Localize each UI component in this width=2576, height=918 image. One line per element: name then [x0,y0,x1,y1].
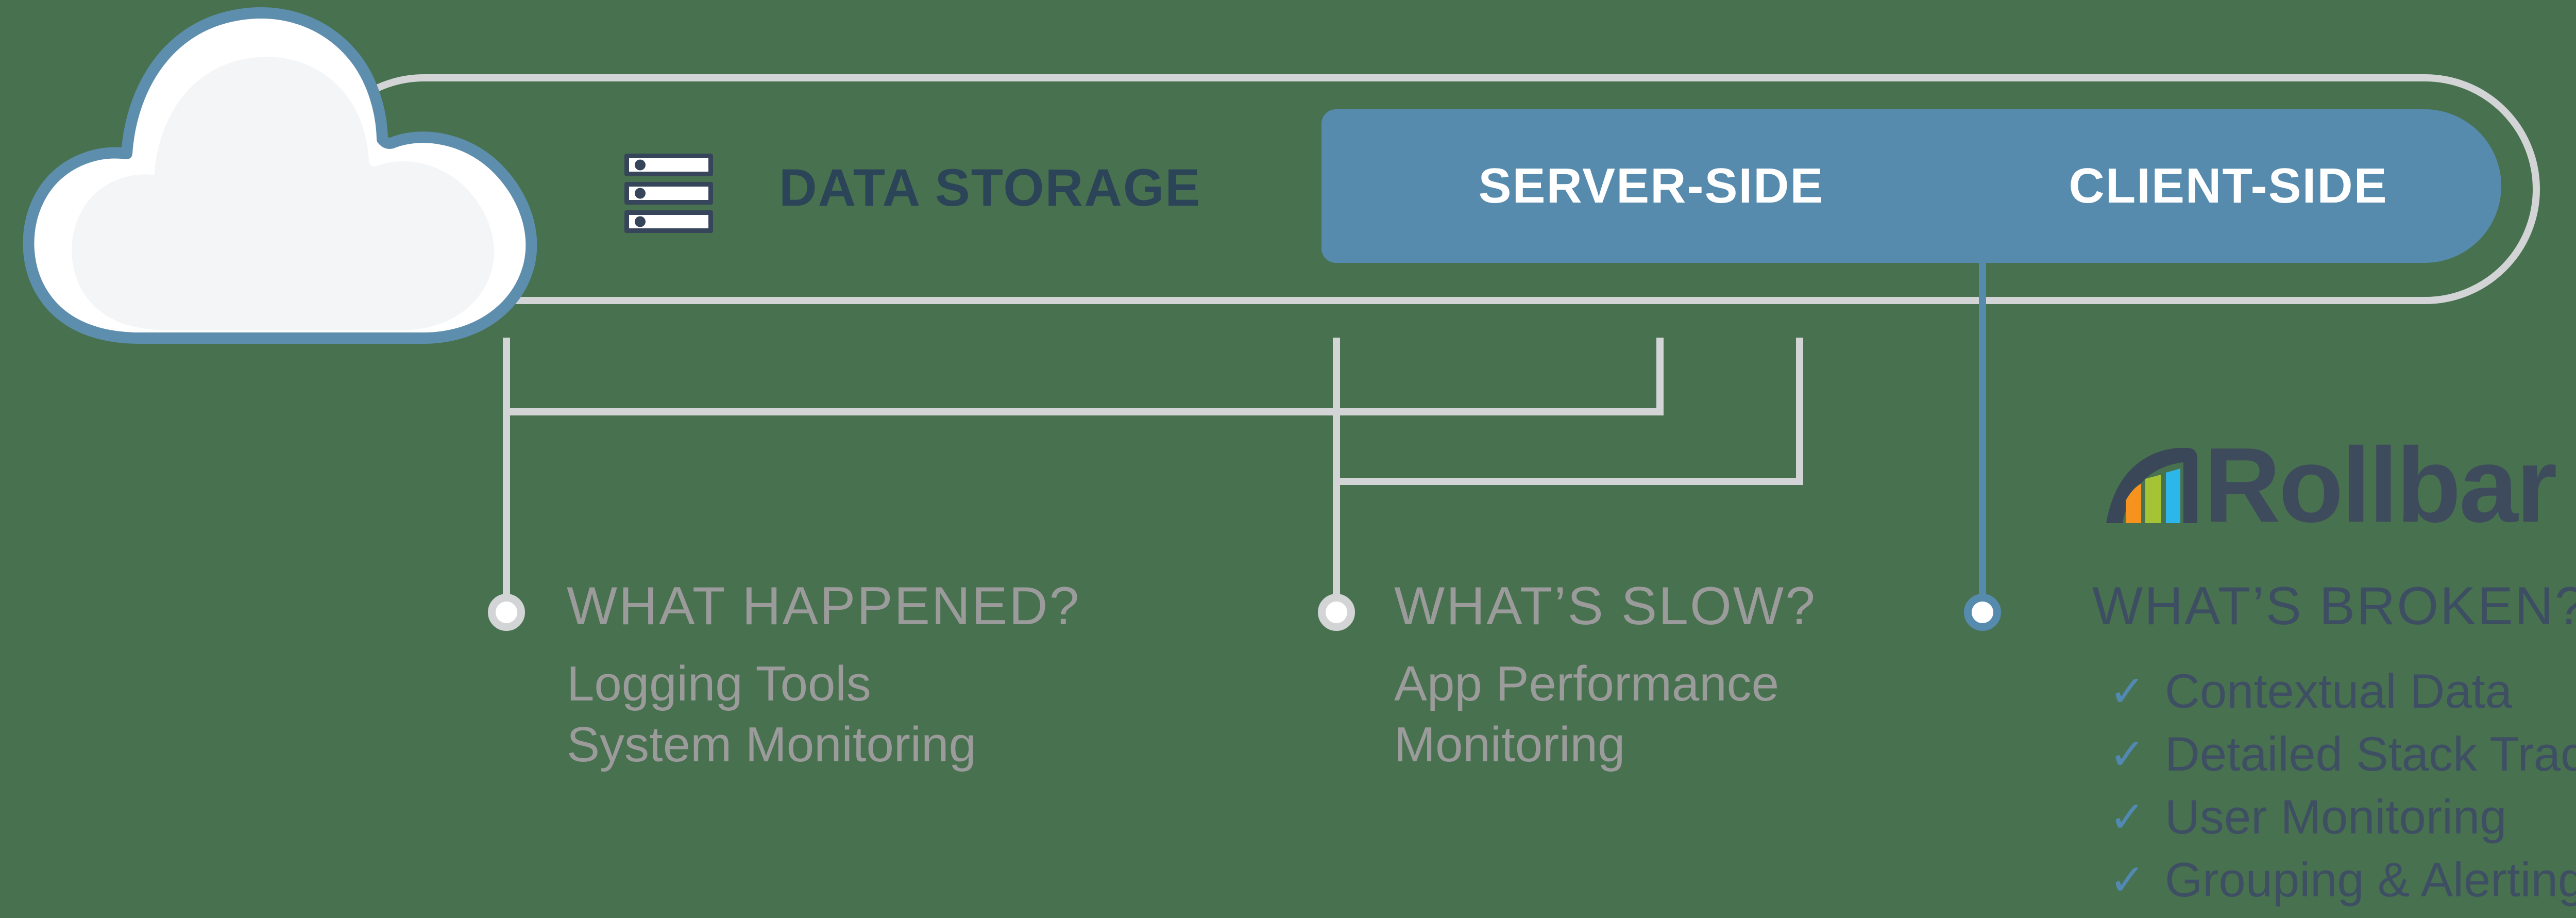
body-what-happened: Logging Tools System Monitoring [567,654,976,775]
list-item-label: User Monitoring [2165,790,2507,844]
check-icon: ✓ [2109,793,2146,841]
cloud-icon [23,7,537,344]
node-marker-whats-broken [1964,594,2001,631]
connector-vertical-whats-broken [1979,260,1986,595]
data-storage-label: DATA STORAGE [779,158,1201,217]
list-item-label: Contextual Data [2165,664,2513,718]
client-side-label: CLIENT-SIDE [2069,158,2388,213]
connector-horizontal-b [1333,478,1803,485]
check-icon: ✓ [2109,730,2146,778]
whats-broken-checklist: ✓ Contextual Data ✓ Detailed Stack Trace… [2109,660,2576,911]
check-icon: ✓ [2109,856,2146,904]
server-side-label: SERVER-SIDE [1478,158,1824,213]
server-stack-icon [624,154,713,233]
connector-vertical-what-happened [503,338,510,595]
body-line: Logging Tools [567,656,871,711]
heading-what-happened: WHAT HAPPENED? [567,576,1081,636]
list-item: ✓ Detailed Stack Trace [2109,723,2576,786]
connector-stub-server-a [1656,338,1664,415]
body-line: Monitoring [1394,717,1625,772]
heading-whats-broken: WHAT’S BROKEN? [2092,576,2576,636]
rollbar-wordmark: Rollbar [2204,426,2557,544]
connector-vertical-whats-slow [1333,338,1340,595]
list-item: ✓ Contextual Data [2109,660,2576,723]
heading-whats-slow: WHAT’S SLOW? [1394,576,1817,636]
list-item: ✓ Grouping & Alerting [2109,848,2576,911]
server-client-band [1321,109,2501,263]
check-icon: ✓ [2109,667,2146,715]
rollbar-chart-icon [2106,448,2197,523]
body-whats-slow: App Performance Monitoring [1394,654,1779,775]
body-line: System Monitoring [567,717,976,772]
connector-horizontal-a [503,408,1664,415]
connector-stub-server-b [1796,338,1803,485]
node-marker-whats-slow [1318,594,1355,631]
list-item-label: Detailed Stack Trace [2165,727,2576,781]
node-marker-what-happened [488,594,525,631]
body-line: App Performance [1394,656,1780,711]
list-item: ✓ User Monitoring [2109,786,2576,848]
list-item-label: Grouping & Alerting [2165,853,2576,907]
